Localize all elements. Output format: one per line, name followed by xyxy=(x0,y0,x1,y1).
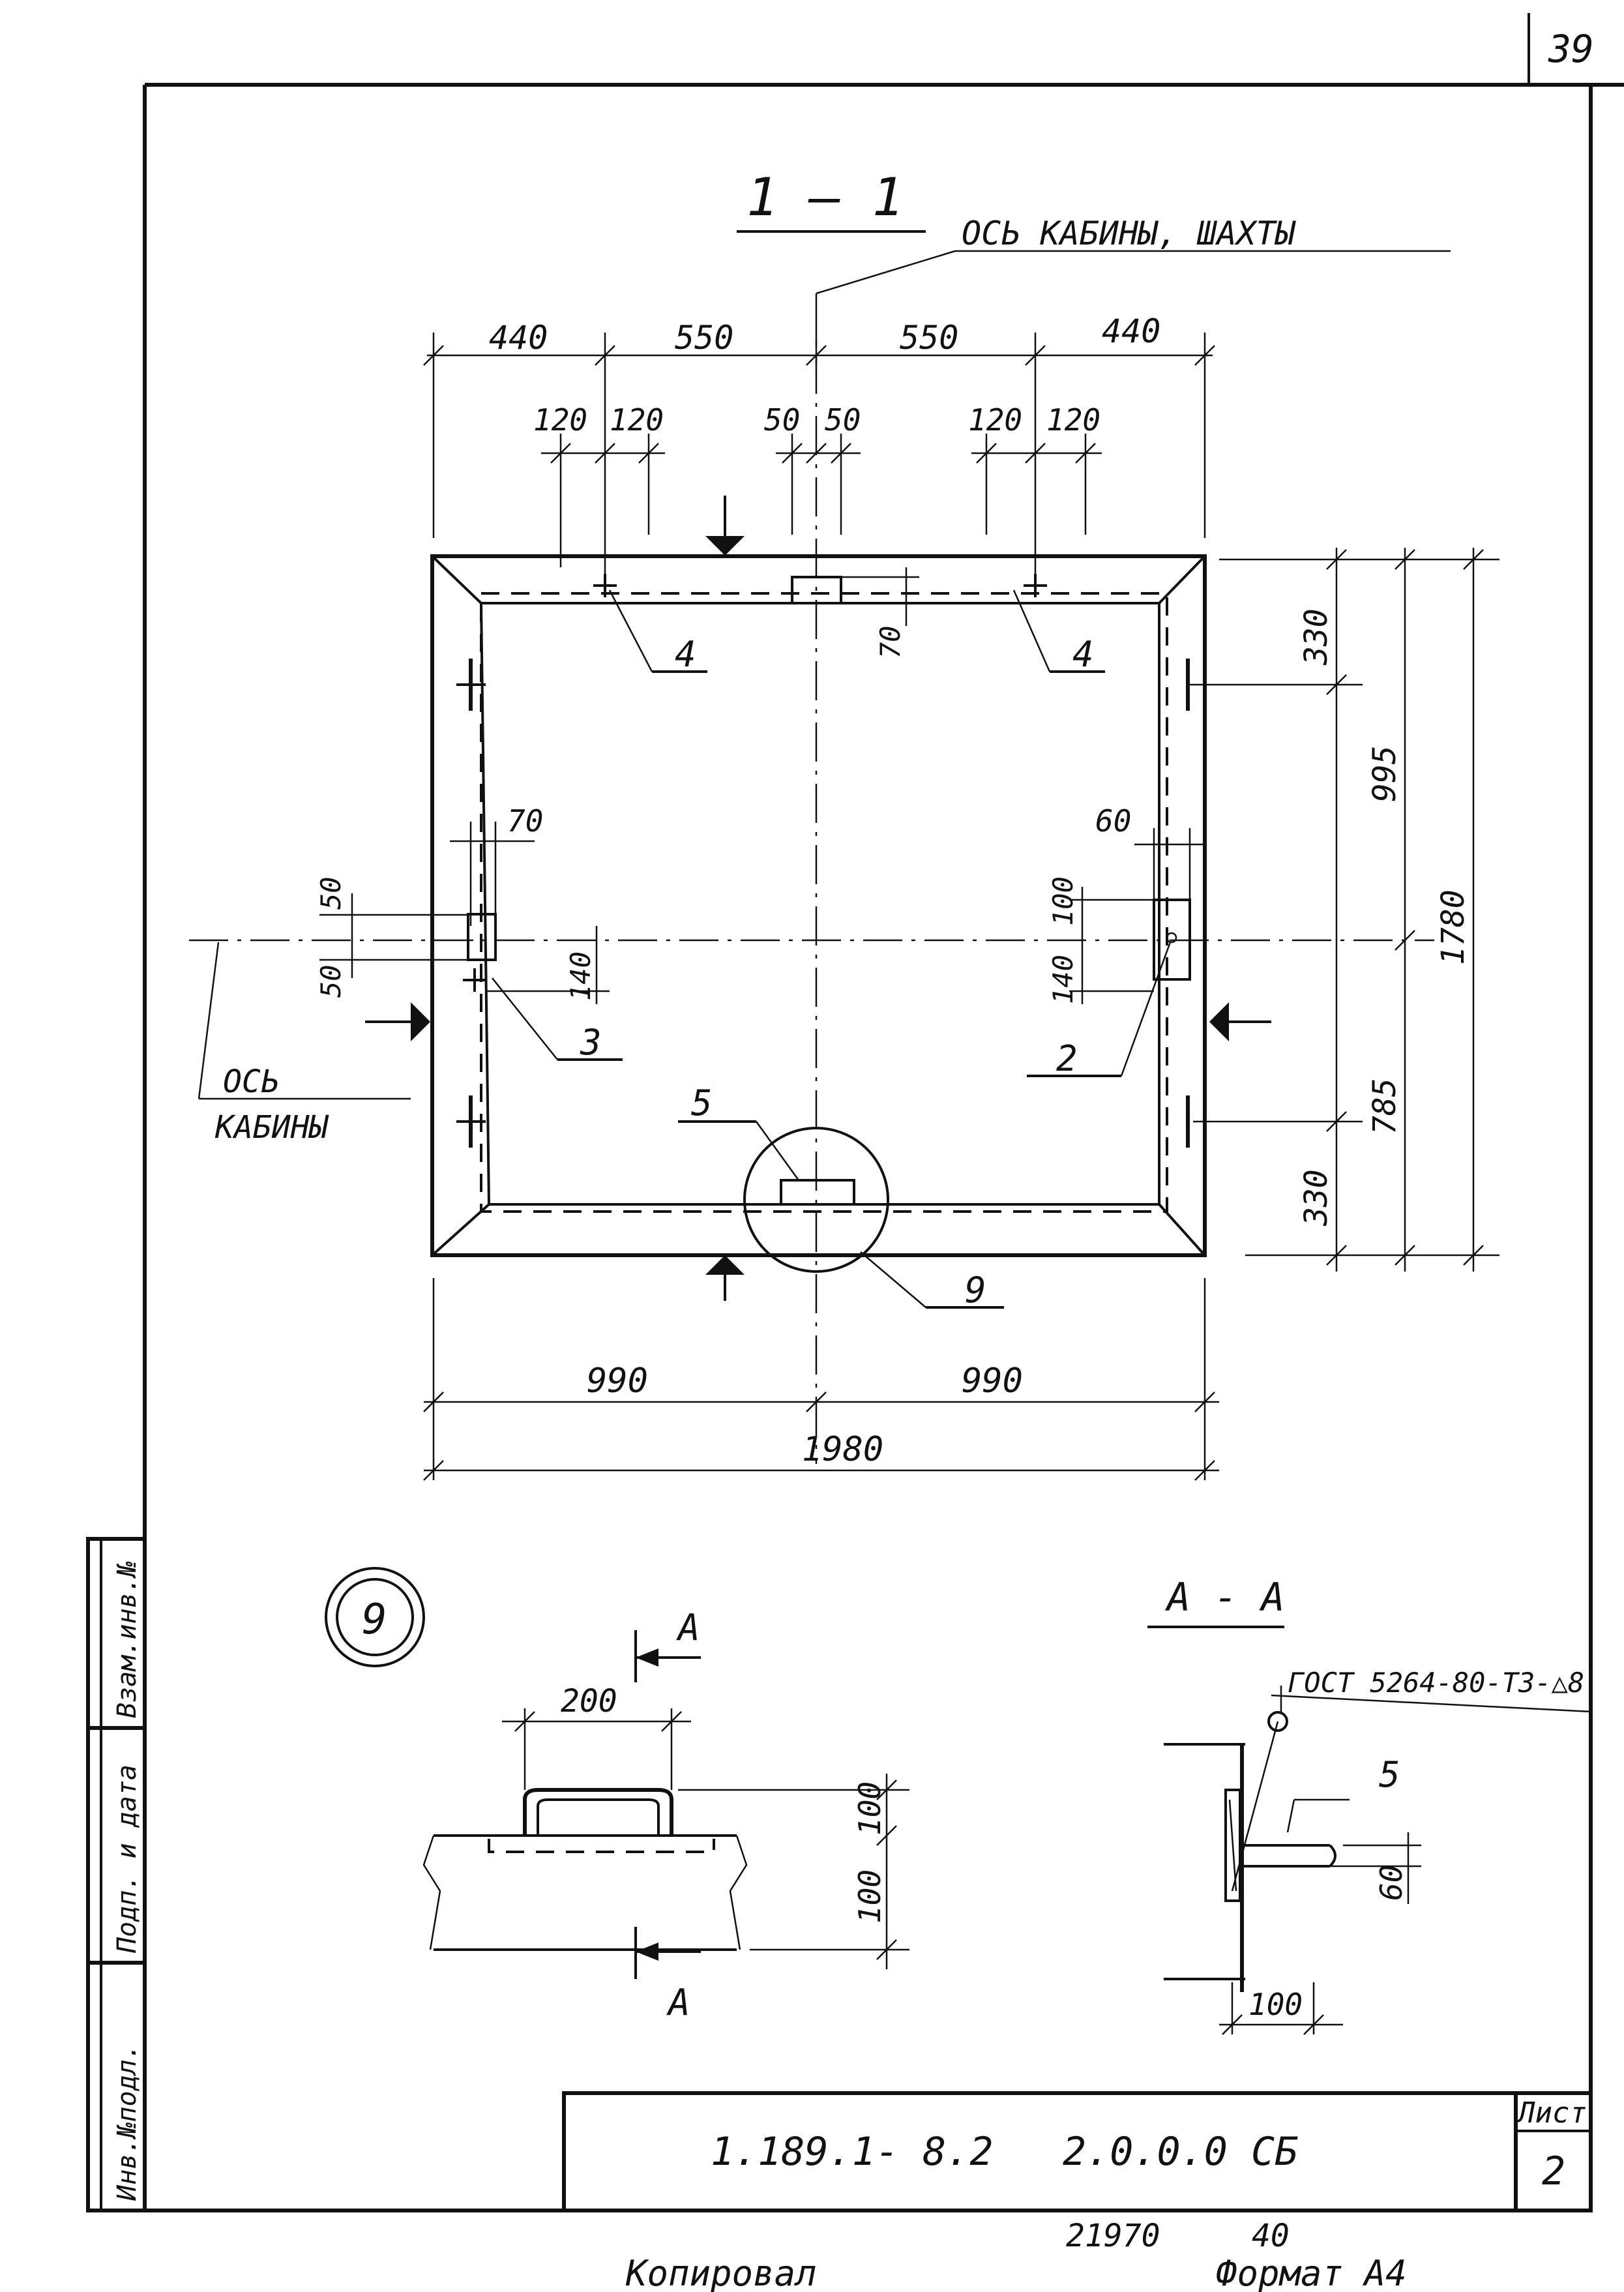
dim-140-right: 140 xyxy=(1047,955,1079,1004)
sheet-label: Лист xyxy=(1515,2096,1587,2130)
weld-note: ГОСТ 5264-80-Т3-△8 xyxy=(1288,1667,1584,1699)
section-letter-bottom: A xyxy=(666,1982,690,2024)
section-AA-callout-5: 5 xyxy=(1379,1754,1400,1795)
dim-785: 785 xyxy=(1366,1078,1403,1135)
dim-550-right: 550 xyxy=(900,319,958,357)
bottom-dimensions xyxy=(423,1278,1219,1481)
footer-format: Формат А4 xyxy=(1216,2253,1407,2292)
embedded-parts xyxy=(456,574,1191,1206)
page-number: 39 xyxy=(1548,27,1594,71)
dim-140-left: 140 xyxy=(565,951,597,1001)
dim-120-d: 120 xyxy=(1046,402,1100,438)
dim-50-left-a: 50 xyxy=(315,876,347,910)
callout-3: 3 xyxy=(580,1022,602,1063)
dim-990-left: 990 xyxy=(587,1362,648,1401)
dim-60-right: 60 xyxy=(1095,803,1131,839)
detail-9 xyxy=(325,1567,909,1979)
dim-330-top: 330 xyxy=(1298,608,1335,666)
section-title-group: 1 — 1 xyxy=(737,167,926,233)
callout-4-left: 4 xyxy=(675,634,696,675)
axis-label-left-1: ОСЬ xyxy=(223,1064,280,1100)
callout-leaders xyxy=(198,589,1172,1309)
side-stamp-col2: Подп. и дата xyxy=(112,1764,142,1954)
dim-440-left: 440 xyxy=(489,319,548,357)
right-dimensions xyxy=(1190,548,1499,1272)
side-stamp xyxy=(86,1537,147,2212)
top-dimensions xyxy=(423,333,1215,574)
dim-440-right: 440 xyxy=(1102,312,1160,350)
callout-5: 5 xyxy=(691,1082,713,1124)
callout-9: 9 xyxy=(965,1270,986,1311)
section-letter-top: A xyxy=(676,1607,700,1649)
callout-2: 2 xyxy=(1056,1038,1078,1079)
axis-label-top: ОСЬ КАБИНЫ, ШАХТЫ xyxy=(962,215,1297,252)
view-arrows xyxy=(365,496,1271,1301)
dim-100: 100 xyxy=(1248,1987,1303,2022)
dim-120-c: 120 xyxy=(968,402,1022,438)
section-title: 1 — 1 xyxy=(746,167,904,228)
dim-50-a: 50 xyxy=(764,402,800,438)
inner-dimensions xyxy=(319,567,1206,1004)
section-AA xyxy=(1147,1626,1591,2035)
sheet-number: 2 xyxy=(1542,2149,1565,2194)
doc-code: 1.189.1- 8.2 xyxy=(711,2129,993,2175)
dim-70-top: 70 xyxy=(874,625,906,659)
detail-9-marker xyxy=(743,1127,889,1273)
dim-995: 995 xyxy=(1366,745,1403,802)
doc-number: 2.0.0.0 СБ xyxy=(1063,2129,1298,2175)
dim-1980: 1980 xyxy=(802,1430,883,1469)
dim-330-bottom: 330 xyxy=(1298,1169,1335,1227)
dim-1780: 1780 xyxy=(1435,889,1471,965)
footer-code-b: 40 xyxy=(1252,2218,1290,2254)
dim-990-right: 990 xyxy=(962,1362,1023,1401)
dim-50-left-b: 50 xyxy=(315,964,347,998)
plan-frame xyxy=(430,554,1207,1257)
axis-label-left-2: КАБИНЫ xyxy=(214,1109,329,1146)
dim-100-right: 100 xyxy=(1047,876,1079,926)
detail-9-label: 9 xyxy=(362,1596,387,1644)
dim-50-b: 50 xyxy=(825,402,861,438)
side-stamp-col1: Инв.№подл. xyxy=(112,2044,142,2201)
dim-70-left: 70 xyxy=(507,803,543,839)
dim-100-top: 100 xyxy=(852,1781,887,1836)
dim-60: 60 xyxy=(1374,1865,1409,1901)
side-stamp-col3: Взам.инв.№ xyxy=(112,1561,142,1718)
dim-100-bottom: 100 xyxy=(852,1869,887,1924)
dim-550-left: 550 xyxy=(675,319,733,357)
footer-copied: Копировал xyxy=(625,2253,817,2292)
callout-4-right: 4 xyxy=(1072,634,1094,675)
section-AA-title: А - А xyxy=(1164,1575,1285,1620)
dim-120-a: 120 xyxy=(533,402,587,438)
title-block xyxy=(562,2091,1593,2212)
dim-120-b: 120 xyxy=(610,402,664,438)
dim-200: 200 xyxy=(561,1683,617,1719)
footer-code-a: 21970 xyxy=(1066,2218,1160,2254)
